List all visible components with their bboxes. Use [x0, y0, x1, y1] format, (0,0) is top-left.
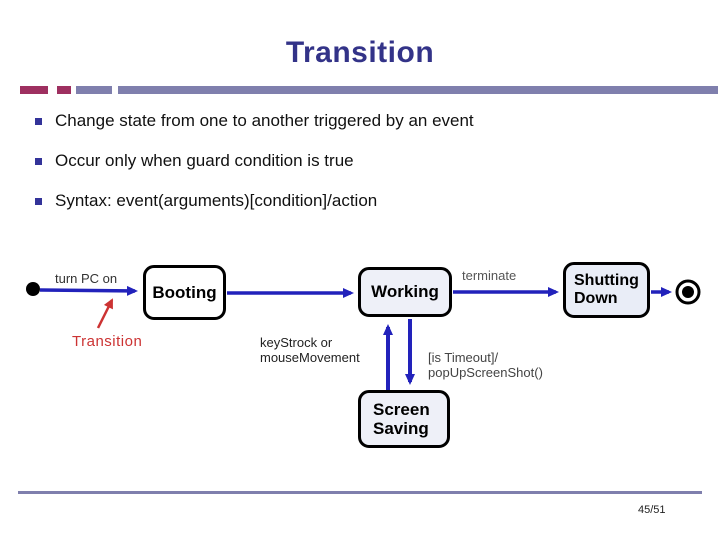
transition-initial-to-booting: [39, 285, 138, 296]
page-number: 45/51: [638, 504, 666, 516]
state-screen-saving: Screen Saving: [358, 390, 450, 448]
bullet-text: Change state from one to another trigger…: [55, 111, 474, 130]
state-label: Shutting Down: [574, 272, 639, 307]
initial-state-icon: [26, 282, 40, 296]
header-bar-segment-2: [57, 86, 71, 94]
label-key-events: keyStrock or mouseMovement: [260, 335, 360, 365]
state-shutting-down: Shutting Down: [563, 262, 650, 318]
bullet-text: Occur only when guard condition is true: [55, 151, 354, 170]
annotation-arrow: [96, 298, 114, 329]
label-terminate: terminate: [462, 268, 517, 283]
bullet-item-2: Occur only when guard condition is true: [30, 151, 690, 175]
footer-rule: [18, 491, 702, 494]
bullet-text: Syntax: event(arguments)[condition]/acti…: [55, 191, 378, 210]
label-turn-pc-on: turn PC on: [55, 271, 118, 286]
bullet-item-3: Syntax: event(arguments)[condition]/acti…: [30, 191, 690, 215]
state-booting: Booting: [143, 265, 226, 320]
label-timeout-line2: popUpScreenShot(): [428, 365, 543, 380]
state-label: Working: [371, 282, 439, 302]
state-label: Booting: [152, 282, 217, 302]
state-working: Working: [358, 267, 452, 317]
bullet-square-icon: [35, 118, 42, 125]
label-key-events-line1: keyStrock or: [260, 335, 333, 350]
header-bar-segment-3: [76, 86, 112, 94]
final-state-icon: [675, 279, 701, 305]
page-title: Transition: [285, 36, 435, 69]
annotation-transition: Transition: [72, 333, 143, 350]
bullet-square-icon: [35, 158, 42, 165]
bullet-item-1: Change state from one to another trigger…: [30, 111, 690, 135]
bullet-square-icon: [35, 198, 42, 205]
header-bar-segment-1: [20, 86, 48, 94]
state-label: Screen Saving: [373, 399, 430, 438]
header-bar-segment-4: [118, 86, 718, 94]
label-timeout-action: [is Timeout]/ popUpScreenShot(): [428, 350, 543, 380]
label-key-events-line2: mouseMovement: [260, 350, 360, 365]
label-timeout-line1: [is Timeout]/: [428, 350, 499, 365]
